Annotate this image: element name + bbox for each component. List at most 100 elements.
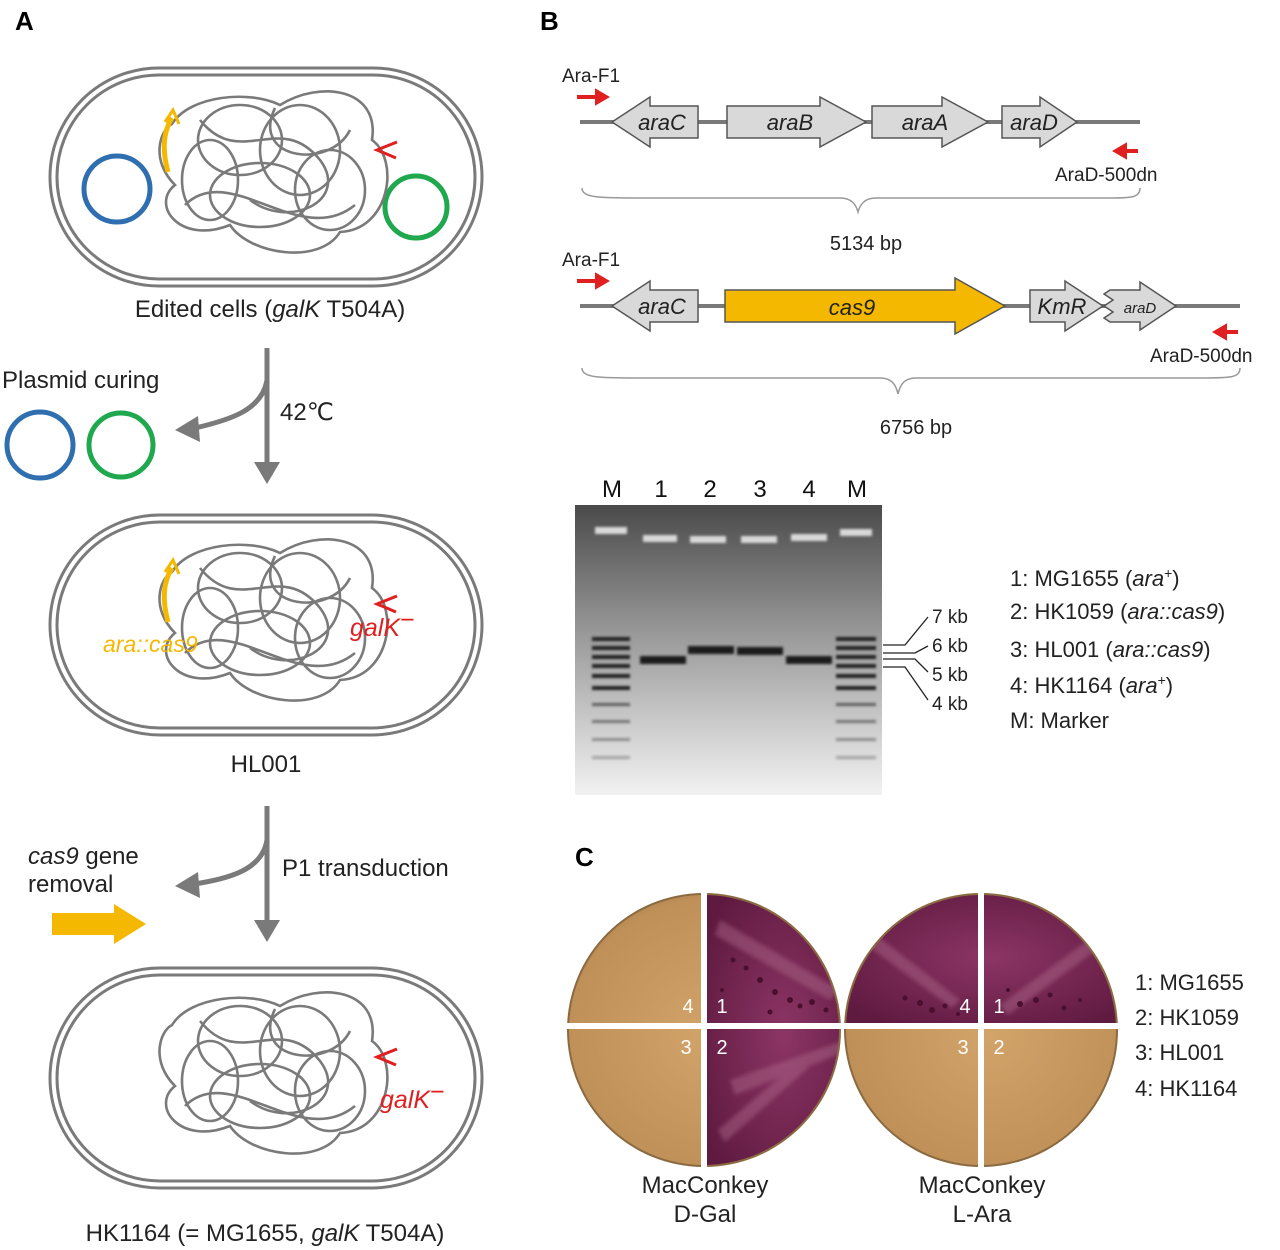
lane-label: 4	[802, 476, 815, 503]
legend-entry: 3: HL001 (ara::cas9)	[1010, 637, 1211, 662]
gel-bands	[640, 646, 832, 664]
legend-entry: 4: HK1164 (ara+)	[1010, 672, 1173, 698]
lane-label: M	[847, 476, 867, 503]
green-plasmid	[382, 173, 450, 241]
quadrant-label: 4	[682, 996, 693, 1018]
gene-arac	[610, 279, 699, 333]
gene-arac	[610, 95, 699, 149]
p1-transduction-label: P1 transduction	[282, 855, 449, 882]
galk-marker	[373, 140, 398, 160]
primer-forward-label: Ara-F1	[562, 66, 620, 87]
plate-medium-label: MacConkey	[642, 1172, 769, 1199]
primer-forward-label: Ara-F1	[562, 250, 620, 271]
curing-step	[175, 348, 280, 484]
gene-label: araD	[1010, 110, 1058, 135]
gene-label: araA	[902, 110, 948, 135]
plate-legend: 1: MG1655 2: HK1059 3: HL001 4: HK1164	[1135, 970, 1244, 1101]
marker-size-leaders	[883, 616, 929, 701]
galk-minus-label: galK−	[350, 606, 415, 642]
gene-label: araD	[1124, 300, 1157, 317]
chromosome	[158, 90, 389, 254]
marker-size-label: 6 kb	[932, 636, 968, 657]
quadrant-label: 1	[716, 996, 727, 1018]
size-label: 6756 bp	[880, 417, 952, 439]
panel-a-letter: A	[15, 6, 34, 36]
hl001-label: HL001	[231, 751, 302, 778]
gene-label: KmR	[1038, 294, 1087, 319]
gene-arab	[726, 95, 868, 149]
legend-entry: 1: MG1655 (ara+)	[1010, 565, 1180, 591]
quadrant-label: 4	[959, 996, 970, 1018]
gene-label: araC	[638, 294, 686, 319]
quadrant-label: 2	[993, 1037, 1004, 1059]
primer-reverse-label: AraD-500dn	[1055, 165, 1157, 186]
size-brace	[581, 367, 1241, 395]
lane-label: 3	[753, 476, 766, 503]
quadrant-label: 3	[680, 1037, 691, 1059]
quadrant-label: 2	[716, 1037, 727, 1059]
plate-sugar-label: L-Ara	[953, 1201, 1012, 1228]
removed-cas9-arrow	[52, 904, 146, 944]
galk-marker	[373, 594, 398, 614]
gene-label: araB	[767, 110, 813, 135]
cured-blue-plasmid	[4, 409, 76, 481]
gene-araa	[871, 95, 990, 149]
legend-entry: 2: HK1059 (ara::cas9)	[1010, 599, 1225, 624]
legend-entry: 4: HK1164	[1135, 1076, 1237, 1101]
ara-cas9-label: ara::cas9	[103, 631, 198, 657]
edited-cell	[48, 66, 484, 288]
panel-c-letter: C	[575, 842, 594, 872]
plate-d-gal: 4 1 3 2	[566, 890, 842, 1170]
plasmid-curing-label: Plasmid curing	[2, 367, 159, 394]
gene-label: cas9	[829, 295, 875, 320]
lane-label: 2	[703, 476, 716, 503]
gene-arad	[1001, 95, 1079, 149]
cas9-locus-arrow	[161, 116, 175, 173]
gene-cas9	[724, 276, 1007, 336]
legend-entry: 1: MG1655	[1135, 970, 1244, 995]
hl001-cell	[48, 513, 484, 737]
edited-cells-label: Edited cells (galK T504A)	[135, 296, 405, 323]
lane-label: 1	[654, 476, 667, 503]
cas9-insertion-map: Ara-F1 araC cas9 KmR araD AraD-500dn 675…	[562, 250, 1252, 439]
primer-reverse-arrow	[1112, 142, 1138, 160]
agarose-gel: M 1 2 3 4 M	[575, 476, 968, 795]
blue-plasmid	[81, 153, 153, 225]
cas9-locus-arrow	[161, 566, 175, 623]
primer-reverse-label: AraD-500dn	[1150, 346, 1252, 367]
size-brace	[581, 187, 1141, 215]
panel-b-letter: B	[540, 6, 559, 36]
chromosome	[158, 991, 389, 1155]
legend-entry: M: Marker	[1010, 708, 1109, 733]
marker-size-label: 4 kb	[932, 694, 968, 715]
cured-green-plasmid	[86, 410, 156, 480]
size-label: 5134 bp	[830, 233, 902, 255]
primer-forward-arrow	[577, 272, 610, 290]
lane-label: M	[602, 476, 622, 503]
plate-medium-label: MacConkey	[919, 1172, 1046, 1199]
cas9-gene-label: cas9 gene	[28, 843, 139, 870]
hk1164-cell	[48, 966, 484, 1190]
gene-kmr	[1029, 279, 1105, 333]
galk-minus-label-final: galK−	[380, 1078, 445, 1114]
marker-size-label: 5 kb	[932, 665, 968, 686]
removal-label: removal	[28, 871, 113, 898]
chromosome	[158, 538, 389, 702]
primer-forward-arrow	[577, 88, 610, 106]
temperature-label: 42℃	[280, 399, 334, 426]
gene-arad-truncated	[1102, 280, 1178, 332]
transduction-step	[175, 806, 280, 942]
hk1164-label: HK1164 (= MG1655, galK T504A)	[86, 1220, 445, 1247]
quadrant-label: 3	[957, 1037, 968, 1059]
legend-entry: 3: HL001	[1135, 1040, 1224, 1065]
gene-label: araC	[638, 110, 686, 135]
marker-ladder	[592, 637, 876, 759]
plate-sugar-label: D-Gal	[674, 1201, 737, 1228]
marker-size-label: 7 kb	[932, 607, 968, 628]
wildtype-ara-map: Ara-F1 araC araB araA araD AraD-500dn 51…	[562, 66, 1157, 255]
colonies	[902, 988, 1082, 1016]
quadrant-label: 1	[993, 996, 1004, 1018]
galk-marker	[373, 1047, 398, 1067]
legend-entry: 2: HK1059	[1135, 1005, 1239, 1030]
